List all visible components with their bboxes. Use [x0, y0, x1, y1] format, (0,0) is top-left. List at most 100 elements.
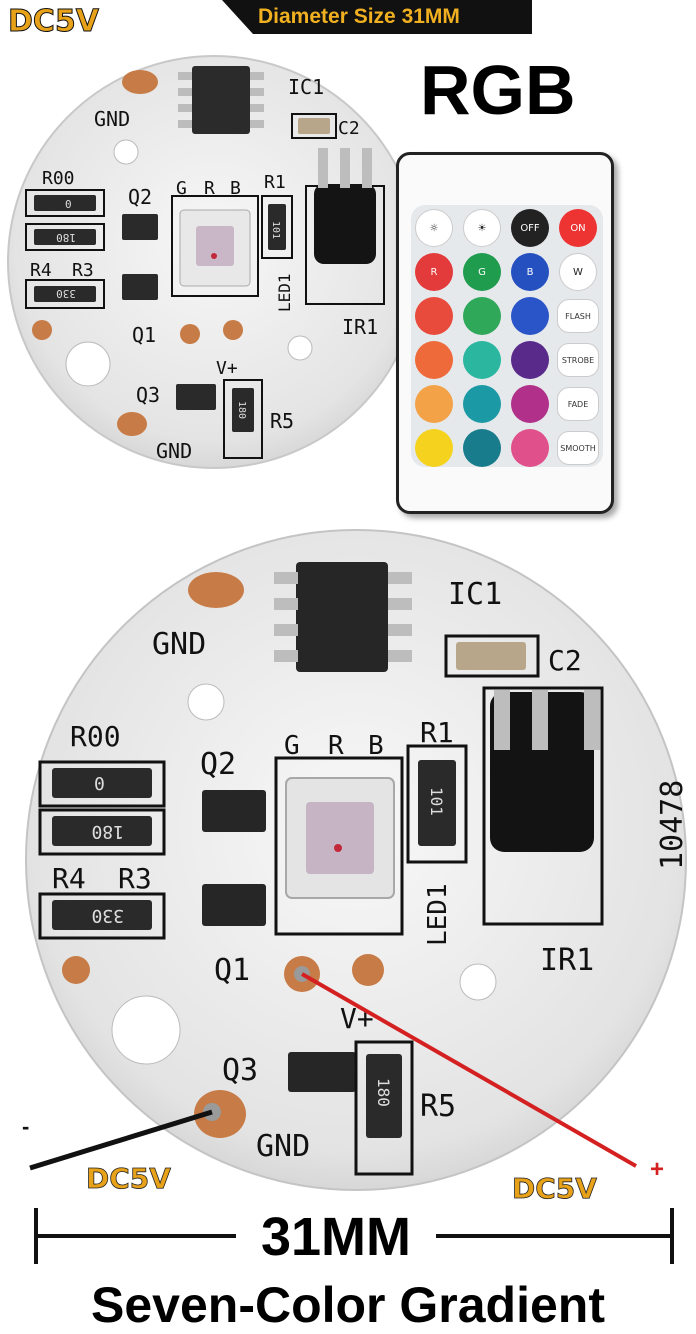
led-pin-g: G	[176, 178, 187, 199]
r4-label: R4	[30, 260, 52, 281]
transistor-q1	[122, 274, 158, 300]
r5-label: R5	[270, 409, 294, 433]
q1-label: Q1	[214, 953, 250, 988]
positive-wire	[301, 972, 637, 1168]
resistor-r1	[268, 204, 286, 250]
transistor-q3	[176, 384, 216, 410]
color-button	[511, 297, 549, 335]
top-pcb-photo: GND GND IC1 C2 R1 R00 Q2 Q1 Q3 R4 R3 R5 …	[7, 55, 421, 469]
gnd-label: GND	[152, 627, 206, 662]
color-button	[463, 297, 501, 335]
gnd-label: GND	[256, 1129, 310, 1164]
flash-button: FLASH	[557, 299, 599, 333]
red-button: R	[415, 253, 453, 291]
transistor-q2	[122, 214, 158, 240]
color-button	[511, 341, 549, 379]
mount-hole	[111, 995, 181, 1065]
r00-label: R00	[70, 720, 121, 753]
negative-sign: -	[22, 1114, 30, 1139]
led-pin-b: B	[230, 178, 241, 199]
mount-hole	[187, 683, 225, 721]
dc5v-right-label: DC5V	[512, 1172, 598, 1206]
resistor-r1	[418, 760, 456, 846]
resistor-code: 180	[56, 231, 76, 244]
led-label: LED1	[275, 273, 294, 312]
ic-chip	[192, 66, 250, 134]
resistor-code: 0	[94, 774, 105, 795]
gnd-pad	[117, 412, 147, 436]
c2-label: C2	[338, 118, 360, 139]
r00-label: R00	[42, 168, 75, 189]
dc5v-left-label: DC5V	[86, 1162, 172, 1196]
size-banner: Diameter Size 31MM	[258, 5, 460, 28]
ir-remote-control: ☼ ☀ OFF ON R G B W FLASH STROBE FADE SMO…	[396, 152, 614, 514]
color-button	[415, 341, 453, 379]
dimension-label: 31MM	[236, 1206, 436, 1268]
led-label: LED1	[423, 883, 453, 946]
q2-label: Q2	[200, 747, 236, 782]
ir-label: IR1	[342, 315, 378, 339]
dimension-tick-left	[34, 1208, 38, 1264]
c2-label: C2	[548, 644, 582, 677]
resistor-code: 101	[270, 221, 281, 239]
rgb-title: RGB	[420, 51, 576, 129]
r5-label: R5	[420, 1089, 456, 1124]
r1-label: R1	[420, 716, 454, 749]
q1-label: Q1	[132, 323, 156, 347]
color-button	[415, 297, 453, 335]
gnd-label: GND	[156, 439, 192, 463]
brightness-down-button: ☼	[415, 209, 453, 247]
resistor-code: 180	[374, 1078, 393, 1107]
vplus-label: V+	[216, 358, 238, 379]
transistor-q1	[202, 884, 266, 926]
resistor-code: 101	[427, 787, 446, 816]
q3-label: Q3	[222, 1053, 258, 1088]
resistor-code: 0	[65, 198, 72, 211]
size-banner-background	[222, 0, 532, 34]
resistor	[52, 768, 152, 798]
ic-label: IC1	[448, 577, 502, 612]
green-button: G	[463, 253, 501, 291]
color-button	[511, 429, 549, 467]
resistor-code: 180	[91, 821, 124, 842]
color-button	[463, 429, 501, 467]
q2-label: Q2	[128, 185, 152, 209]
brightness-up-button: ☀	[463, 209, 501, 247]
led-pin-r: R	[328, 731, 344, 761]
resistor-r5	[232, 388, 254, 432]
r3-label: R3	[72, 260, 94, 281]
part-number: 10478	[655, 780, 690, 870]
transistor-q3	[288, 1052, 356, 1092]
blue-button: B	[511, 253, 549, 291]
resistor	[52, 816, 152, 846]
fade-button: FADE	[557, 387, 599, 421]
mount-hole	[65, 341, 111, 387]
bottom-pcb-photo: GND GND IC1 C2 R1 R00 Q2 Q1 Q3 R4 R3 R5 …	[25, 529, 690, 1191]
white-button: W	[559, 253, 597, 291]
footer-title: Seven-Color Gradient	[91, 1277, 605, 1333]
led-pin-b: B	[368, 731, 384, 761]
remote-keypad: ☼ ☀ OFF ON R G B W FLASH STROBE FADE SMO…	[411, 205, 603, 467]
r3-label: R3	[118, 862, 152, 895]
ir-label: IR1	[540, 943, 594, 978]
ir-receiver	[490, 692, 594, 852]
transistor-q2	[202, 790, 266, 832]
resistor	[34, 229, 96, 245]
off-button: OFF	[511, 209, 549, 247]
resistor	[52, 900, 152, 930]
resistor	[34, 286, 96, 302]
dimension-tick-right	[670, 1208, 674, 1264]
negative-wire	[29, 1109, 213, 1171]
smooth-button: SMOOTH	[557, 431, 599, 465]
r1-label: R1	[264, 172, 286, 193]
capacitor	[298, 118, 330, 134]
resistor-code: 180	[236, 401, 247, 419]
color-button	[463, 385, 501, 423]
ic-chip	[296, 562, 388, 672]
color-button	[511, 385, 549, 423]
resistor-r5	[366, 1054, 402, 1138]
color-button	[415, 429, 453, 467]
color-button	[415, 385, 453, 423]
led-pin-g: G	[284, 731, 300, 761]
positive-sign: +	[650, 1156, 665, 1183]
